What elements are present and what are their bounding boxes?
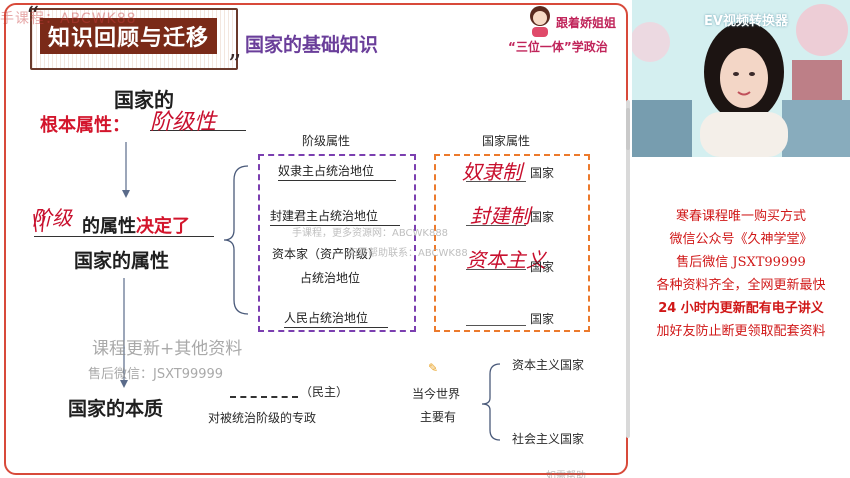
watermark-text: 课程更新+其他资料	[92, 334, 242, 359]
underline	[278, 180, 396, 181]
underline	[466, 325, 526, 326]
watermark-text: 售后微信：JSXT99999	[88, 363, 223, 382]
label-world-today: 当今世界	[412, 385, 460, 402]
label-state-essence: 国家的本质	[68, 394, 163, 421]
underline	[466, 269, 526, 270]
class-item: 人民占统治地位	[284, 309, 368, 326]
state-item: 国家	[530, 258, 554, 275]
promo-panel: 寒春课程唯一购买方式 微信公众号《久神学堂》 售后微信 JSXT99999 各种…	[632, 157, 850, 478]
promo-line: 微信公众号《久神学堂》	[632, 228, 850, 247]
video-watermark-logo: EV视频转换器	[704, 10, 788, 29]
promo-line: 加好友防止断更领取配套资料	[632, 320, 850, 339]
vertical-scrollbar[interactable]	[626, 100, 630, 438]
slide-canvas: “ 知识回顾与迁移 ” 手课程：ABCWK88 国家的基础知识 跟着娇姐姐 “三…	[0, 0, 632, 478]
handwriting-class: 阶级	[32, 202, 72, 231]
underline	[284, 327, 388, 328]
right-panel: EV视频转换器 寒春课程唯一购买方式 微信公众号《久神学堂》 售后微信 JSXT…	[632, 0, 850, 478]
watermark-text: 如需帮助	[546, 467, 586, 478]
fill-blank-line	[34, 236, 214, 237]
state-item: 国家	[530, 310, 554, 327]
brand-slogan: 跟着娇姐姐	[556, 14, 616, 31]
handwriting-class-nature: 阶级性	[150, 104, 216, 136]
label-democracy: （民主）	[300, 383, 348, 400]
promo-line: 24 小时内更新配有电子讲义	[632, 297, 850, 316]
watermark-text: 手课程，更多资源网：ABCWK888	[292, 224, 448, 239]
class-item: 奴隶主占统治地位	[278, 162, 374, 179]
promo-line: 售后微信 JSXT99999	[632, 251, 850, 270]
class-item: 占统治地位	[300, 269, 360, 286]
scrollbar-thumb[interactable]	[626, 108, 630, 150]
promo-line: 各种资料齐全，全网更新最快	[632, 274, 850, 293]
state-item: 国家	[530, 164, 554, 181]
column-header-state: 国家属性	[482, 132, 530, 149]
teacher-avatar-icon	[526, 3, 554, 37]
watermark-text: 如需帮助联系：ABCWK88	[348, 244, 468, 259]
label-determines: 的属性决定了	[82, 212, 190, 238]
underline	[466, 225, 526, 226]
header-watermark: 手课程：ABCWK88	[0, 8, 137, 28]
pen-cursor-icon: ✎	[428, 361, 438, 375]
promo-line: 寒春课程唯一购买方式	[632, 205, 850, 224]
label-capitalist-states: 资本主义国家	[512, 356, 584, 373]
label-mainly-have: 主要有	[420, 408, 456, 425]
state-item: 国家	[530, 208, 554, 225]
underline	[466, 181, 526, 182]
column-header-class: 阶级属性	[302, 132, 350, 149]
jueding-prefix: 的属性	[82, 216, 136, 237]
label-socialist-states: 社会主义国家	[512, 430, 584, 447]
slide-subtitle: 国家的基础知识	[245, 30, 378, 57]
label-state-attribute: 国家的属性	[74, 246, 169, 273]
jueding-highlight: 决定了	[136, 216, 190, 237]
quote-mark-right: ”	[228, 50, 241, 80]
brand-tagline: “三位一体”学政治	[508, 38, 608, 55]
label-fundamental-attribute: 根本属性：	[40, 111, 130, 137]
dashed-blank	[230, 396, 298, 398]
teacher-video: EV视频转换器	[632, 0, 850, 157]
label-dictatorship: 对被统治阶级的专政	[208, 409, 316, 426]
class-item: 封建君主占统治地位	[270, 207, 378, 224]
